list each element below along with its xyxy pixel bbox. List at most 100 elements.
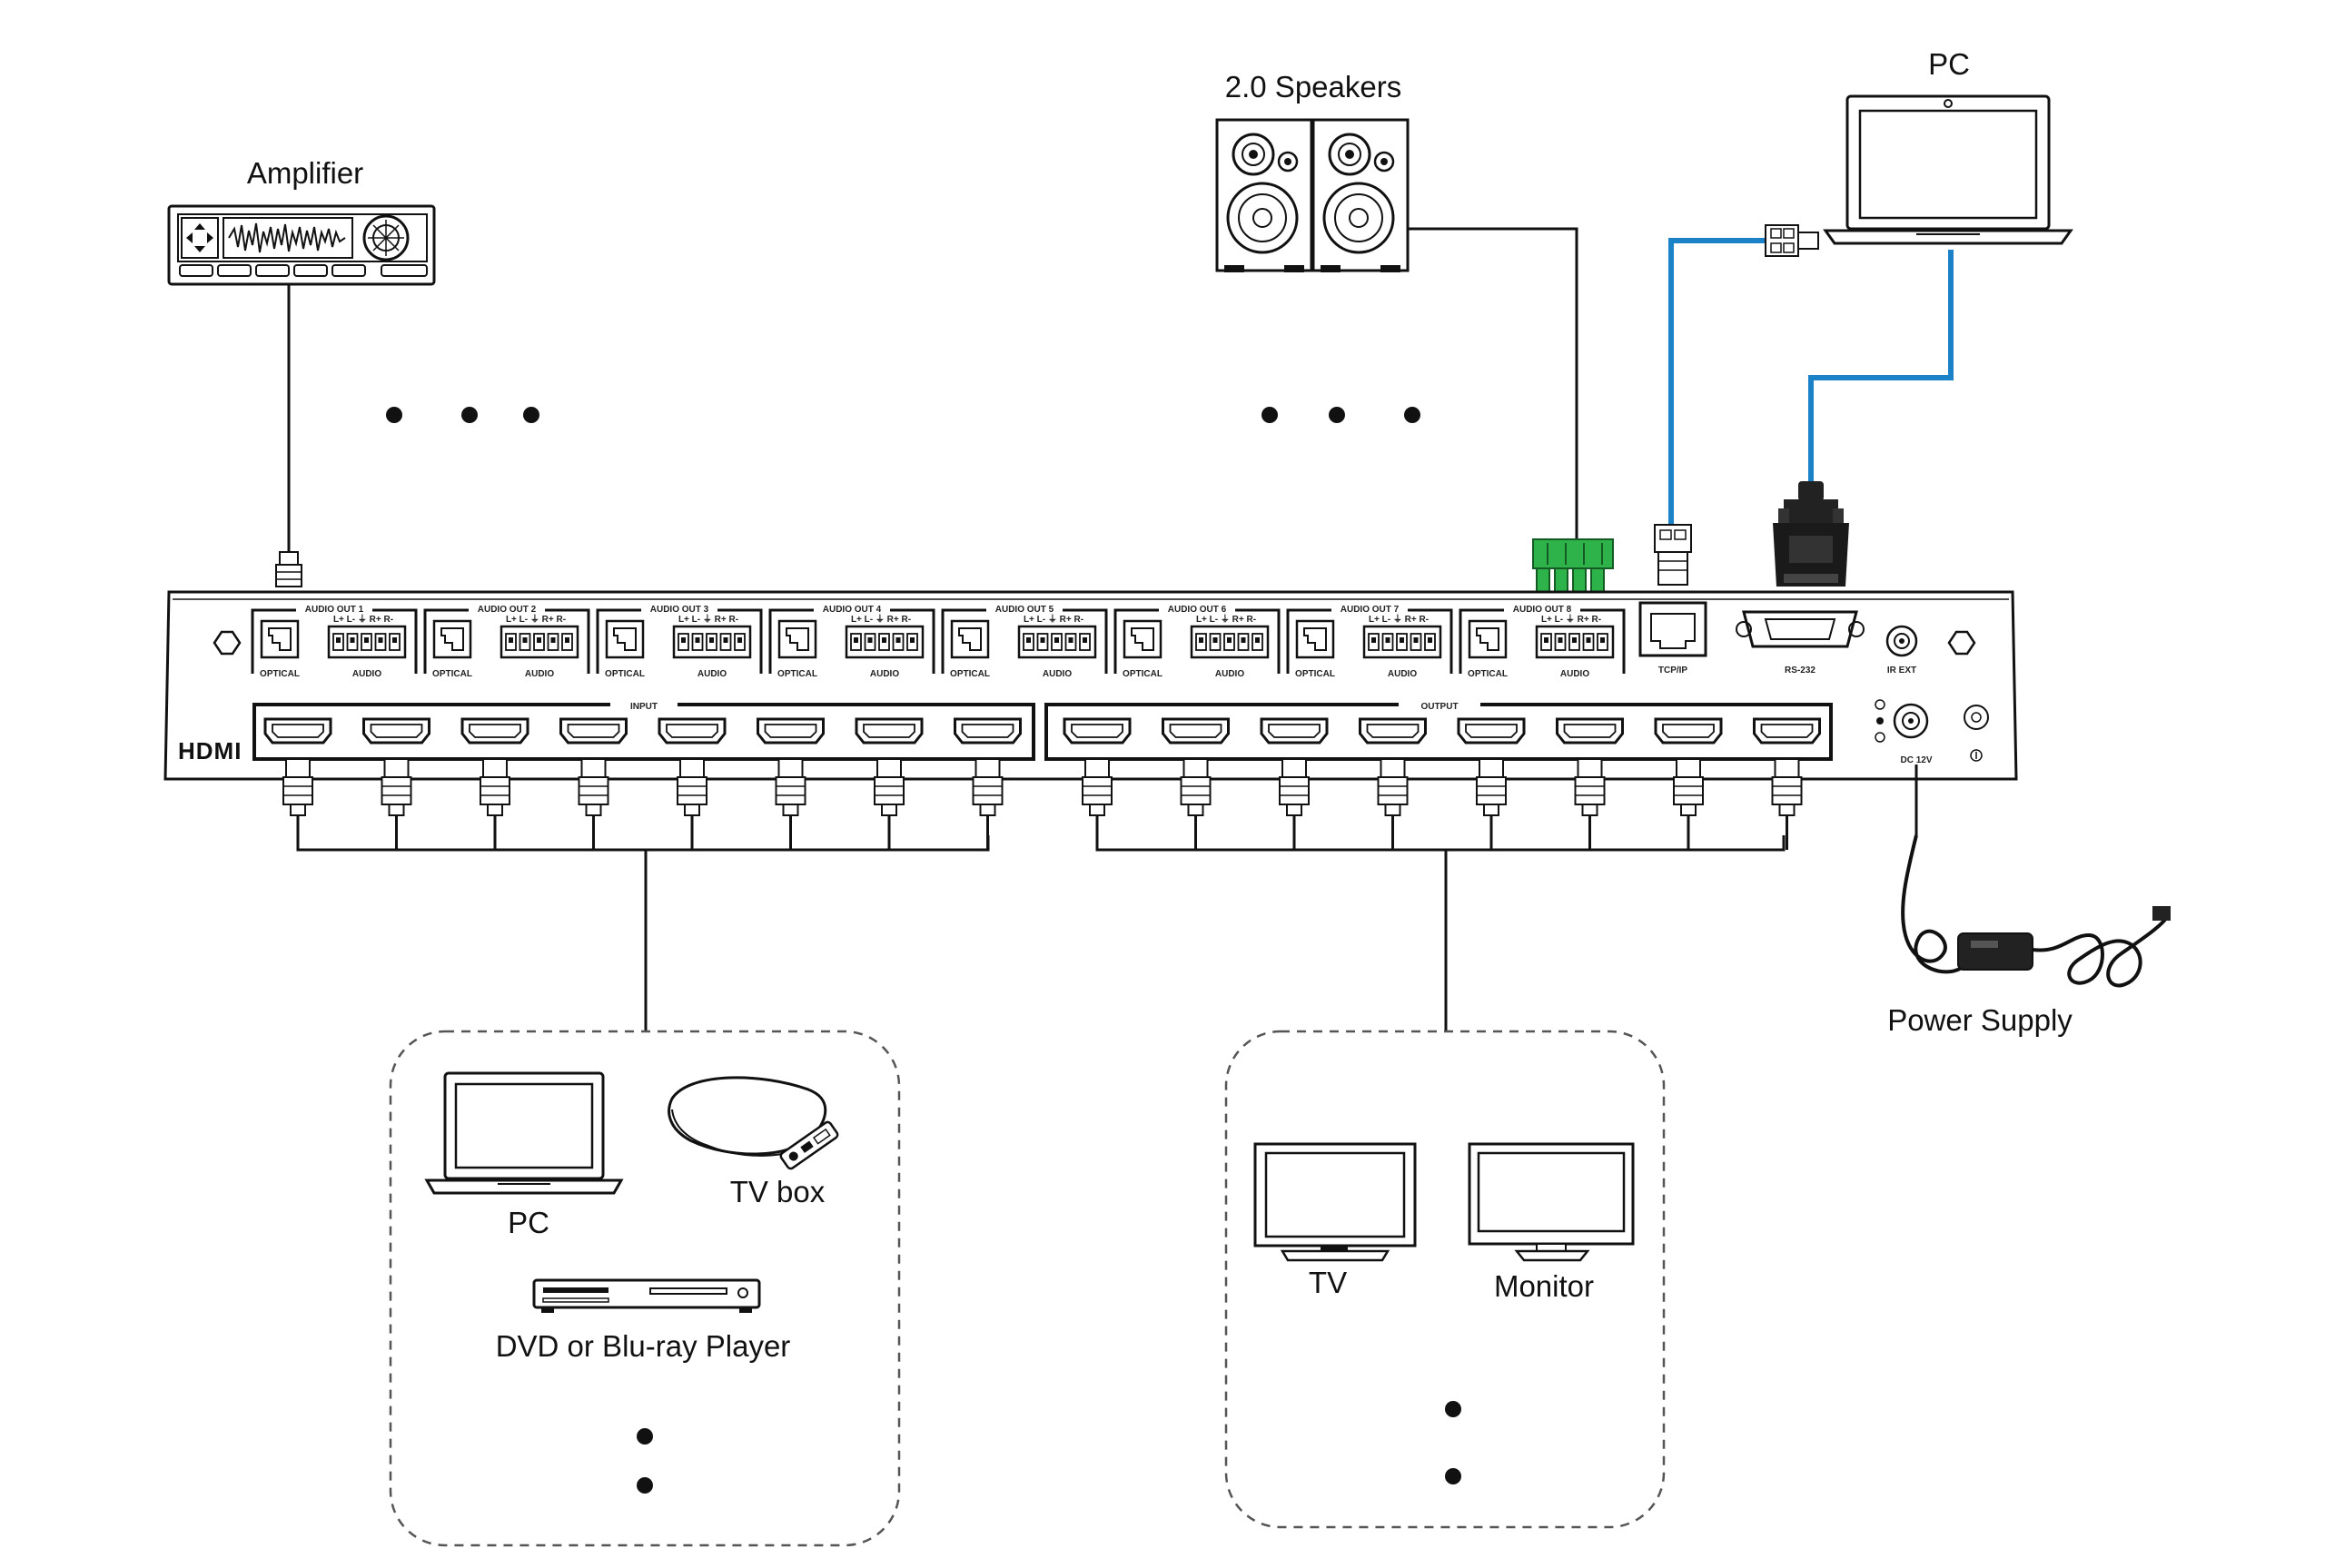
mount-hole-right <box>1947 630 1976 656</box>
audio-pin-labels: L+ L- ⏚ R+ R- <box>851 614 911 625</box>
dvd-label: DVD or Blu-ray Player <box>496 1329 791 1363</box>
pc-top-label: PC <box>1928 47 1970 81</box>
audio-terminal: L+ L- ⏚ R+ R-AUDIO <box>1535 614 1615 679</box>
optical-port: OPTICAL <box>1468 619 1508 679</box>
hdmi-input-5 <box>658 717 727 850</box>
audio-label: AUDIO <box>1388 669 1417 679</box>
audio-label: AUDIO <box>698 669 727 679</box>
phoenix-terminal-connector <box>1532 538 1614 593</box>
hdmi-output-3 <box>1260 717 1329 850</box>
tv-device: TV <box>1253 1142 1417 1299</box>
rs232-port: RS-232 <box>1736 610 1865 676</box>
audio-out-3: AUDIO OUT 3 OPTICAL L+ L- ⏚ R+ R-AUDIO <box>596 601 763 679</box>
rj45-plug-panel <box>1654 524 1692 586</box>
audio-terminal: L+ L- ⏚ R+ R-AUDIO <box>672 614 752 679</box>
display-bus-lines <box>1095 835 1786 1031</box>
dvd-player-device: DVD or Blu-ray Player <box>496 1278 791 1363</box>
display-devices-group <box>1224 1030 1666 1529</box>
audio-label: AUDIO <box>1215 669 1244 679</box>
audio-terminal: L+ L- ⏚ R+ R- AUDIO <box>845 614 925 679</box>
hdmi-output-7 <box>1654 717 1723 850</box>
audio-out-title: AUDIO OUT 3 <box>650 605 709 615</box>
optical-port: OPTICAL <box>432 619 472 679</box>
audio-label: AUDIO <box>1560 669 1589 679</box>
hdmi-output-8 <box>1753 717 1821 850</box>
optical-label: OPTICAL <box>1123 669 1162 679</box>
audio-terminal: L+ L- ⏚ R+ R- AUDIO <box>1362 614 1442 679</box>
audio-out-5: AUDIO OUT 5 OPTICAL L+ L- ⏚ R+ R- AUDIO <box>941 601 1108 679</box>
mount-hole-left <box>213 630 242 656</box>
audio-out-6: AUDIO OUT 6 OPTICAL L+ L- ⏚ R+ R- AUDIO <box>1113 601 1281 679</box>
rj45-plug-pc <box>1765 224 1819 257</box>
audio-out-title: AUDIO OUT 5 <box>995 605 1054 615</box>
optical-label: OPTICAL <box>432 669 472 679</box>
audio-pin-labels: L+ L- ⏚ R+ R- <box>1196 614 1256 625</box>
input-frame <box>252 703 1035 761</box>
ir-ext-label: IR EXT <box>1887 666 1916 676</box>
serial-cable <box>1808 250 1954 490</box>
amplifier-device: Amplifier <box>167 156 436 286</box>
audio-out-8: AUDIO OUT 8 OPTICAL L+ L- ⏚ R+ R-AUDIO <box>1459 601 1626 679</box>
audio-out-title: AUDIO OUT 8 <box>1513 605 1572 615</box>
optical-port: OPTICAL <box>777 619 817 679</box>
ground-terminal <box>1964 705 1989 762</box>
dc-power-port: DC 12V <box>1875 699 1933 765</box>
audio-terminal: L+ L- ⏚ R+ R- AUDIO <box>1017 614 1097 679</box>
output-frame <box>1044 703 1833 761</box>
speaker-cable <box>1408 227 1578 543</box>
tcpip-label: TCP/IP <box>1658 666 1688 676</box>
pc-laptop-top: PC <box>1823 47 2073 245</box>
optical-port: OPTICAL <box>260 619 300 679</box>
audio-label: AUDIO <box>870 669 899 679</box>
audio-pin-labels: L+ L- ⏚ R+ R- <box>1369 614 1429 625</box>
audio-label: AUDIO <box>525 669 554 679</box>
audio-out-title: AUDIO OUT 1 <box>305 605 364 615</box>
input-label: INPUT <box>630 702 658 712</box>
audio-out-title: AUDIO OUT 4 <box>823 605 882 615</box>
hdmi-output-6 <box>1556 717 1624 850</box>
hdmi-input-7 <box>855 717 924 850</box>
optical-port: OPTICAL <box>1295 619 1335 679</box>
optical-label: OPTICAL <box>777 669 817 679</box>
audio-terminal: L+ L- ⏚ R+ R- AUDIO <box>1190 614 1270 679</box>
display-ellipsis-dots <box>1445 1401 1461 1484</box>
hdmi-output-4 <box>1359 717 1427 850</box>
source-devices-group <box>389 1030 901 1547</box>
rs232-label: RS-232 <box>1785 666 1815 676</box>
audio-terminal: L+ L- ⏚ R+ R-AUDIO <box>327 614 407 679</box>
hdmi-logo: HDMI <box>178 737 242 764</box>
audio-terminal: L+ L- ⏚ R+ R-AUDIO <box>500 614 579 679</box>
optical-label: OPTICAL <box>605 669 645 679</box>
optical-port: OPTICAL <box>1123 619 1162 679</box>
ellipsis-dots-left <box>386 407 539 423</box>
ir-ext-port: IR EXT <box>1885 625 1918 676</box>
hdmi-input-1 <box>263 717 332 850</box>
dc-label: DC 12V <box>1900 755 1932 765</box>
monitor-device: Monitor <box>1468 1142 1635 1303</box>
tv-label: TV <box>1309 1266 1347 1299</box>
optical-label: OPTICAL <box>1295 669 1335 679</box>
hdmi-output-5 <box>1457 717 1526 850</box>
audio-out-title: AUDIO OUT 6 <box>1168 605 1227 615</box>
hdmi-ports <box>263 717 1821 850</box>
audio-label: AUDIO <box>1043 669 1072 679</box>
hdmi-input-4 <box>559 717 628 850</box>
hdmi-input-2 <box>362 717 430 850</box>
tv-box-label: TV box <box>730 1175 826 1208</box>
audio-pin-labels: L+ L- ⏚ R+ R- <box>1024 614 1083 625</box>
optical-label: OPTICAL <box>950 669 990 679</box>
power-supply-label: Power Supply <box>1887 1003 2073 1037</box>
tcpip-port: TCP/IP <box>1638 601 1707 676</box>
optical-label: OPTICAL <box>1468 669 1508 679</box>
power-supply-device: Power Supply <box>1887 764 2171 1037</box>
audio-pin-labels: L+ L- ⏚ R+ R- <box>333 614 393 625</box>
optical-port: OPTICAL <box>950 619 990 679</box>
pc-source-label: PC <box>508 1206 549 1239</box>
hdmi-output-2 <box>1162 717 1230 850</box>
optical-port: OPTICAL <box>605 619 645 679</box>
